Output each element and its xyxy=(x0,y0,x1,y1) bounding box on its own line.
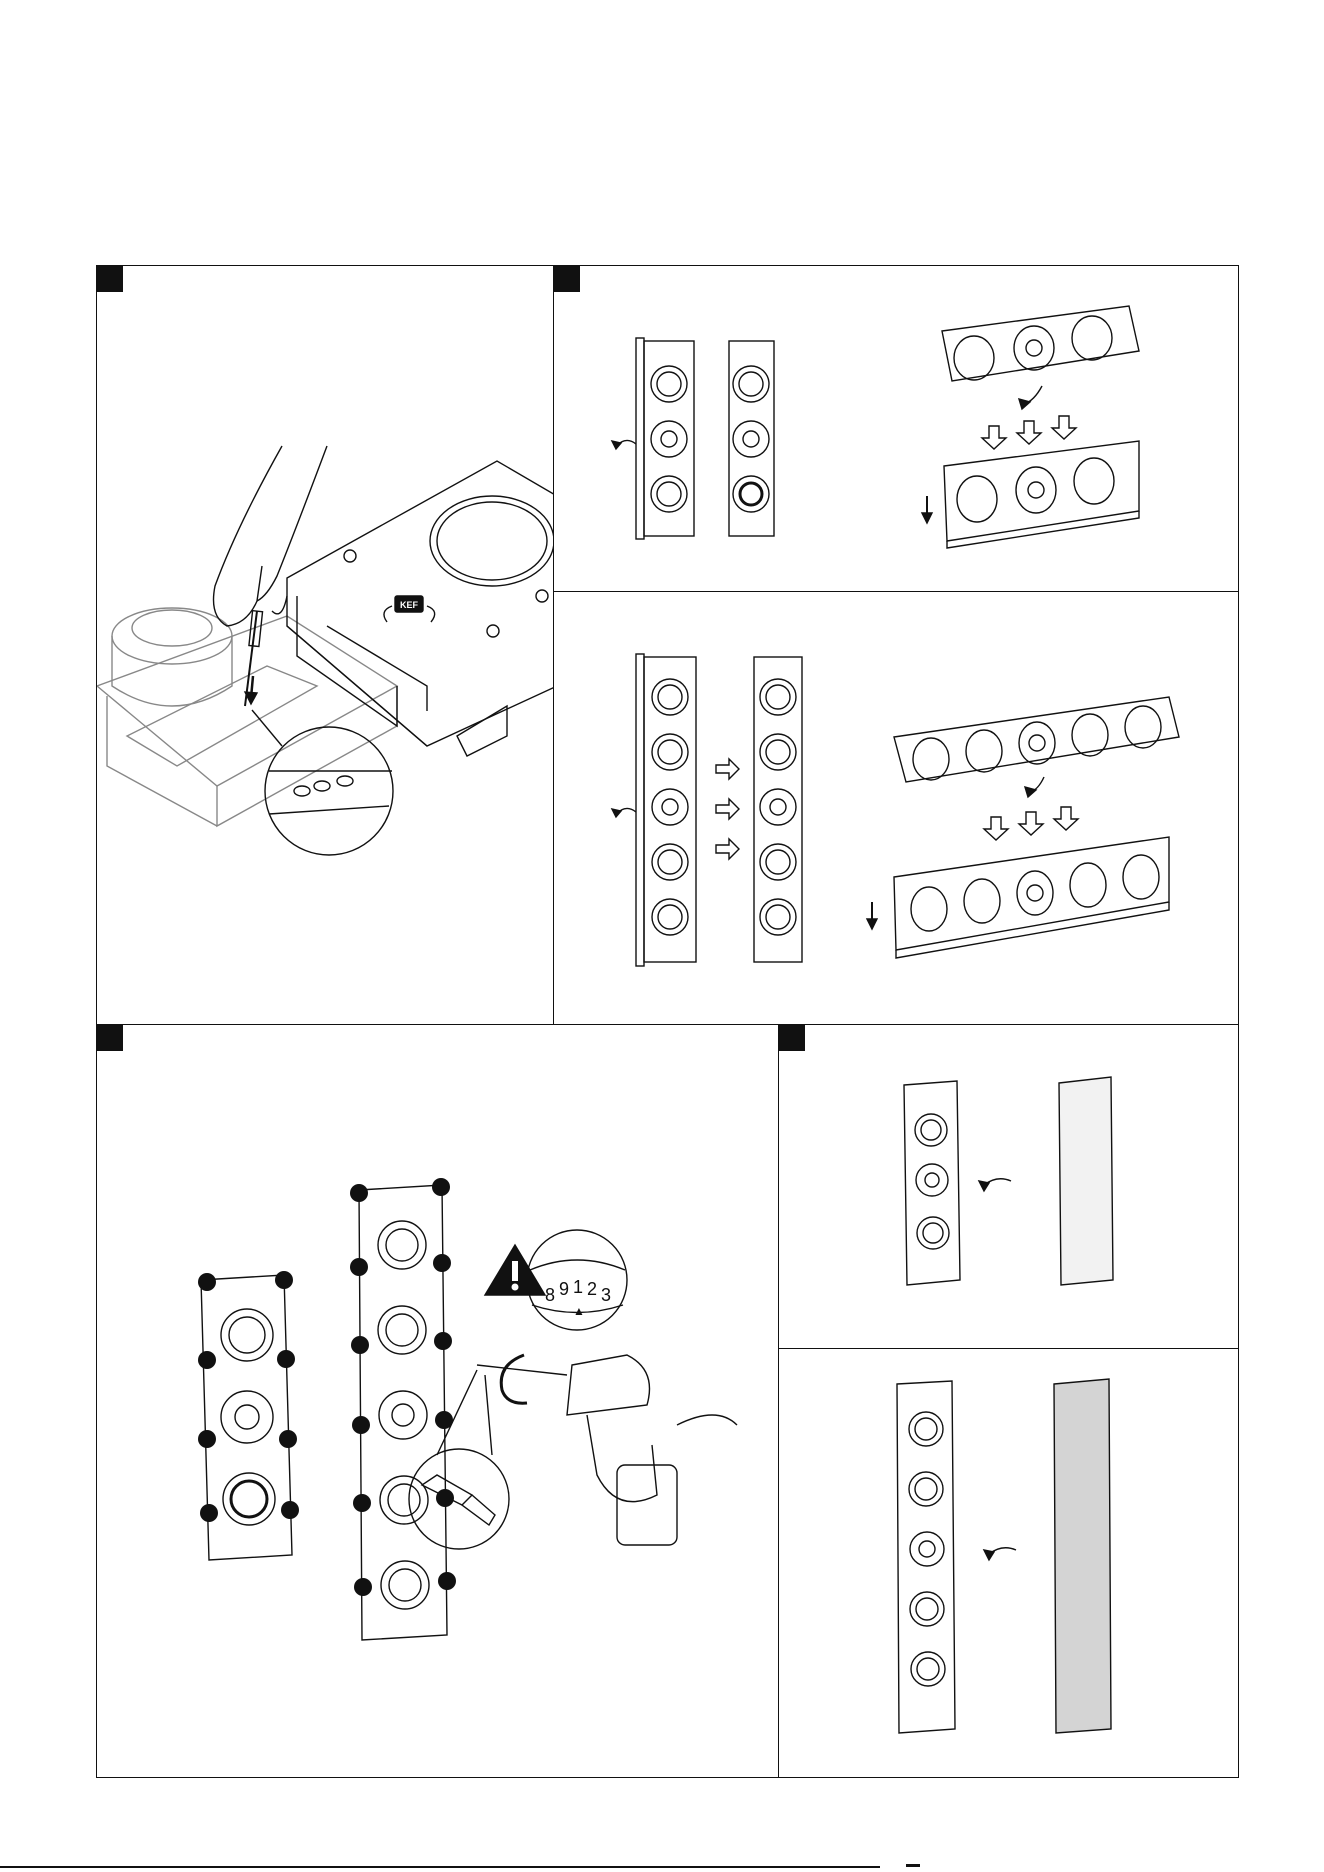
panel-step-a: KEF xyxy=(96,265,554,1025)
grille-attach-three-driver xyxy=(779,1025,1239,1349)
torque-dial-digits: 8 9 1 2 3 ▲ xyxy=(545,1277,611,1318)
dial-pointer: ▲ xyxy=(573,1304,585,1318)
dial-digit: 8 xyxy=(545,1285,555,1305)
three-driver-rotation-illustration xyxy=(554,266,1239,592)
panel-step-c: 8 9 1 2 3 ▲ xyxy=(96,1024,779,1778)
panel-step-b-top xyxy=(553,265,1239,592)
bracket-screwdriver-illustration: KEF xyxy=(97,266,554,1025)
dial-digit: 3 xyxy=(601,1285,611,1305)
panel-step-b-bottom xyxy=(553,591,1239,1025)
dial-digit: 2 xyxy=(587,1279,597,1299)
kef-logo: KEF xyxy=(400,600,419,610)
footer-rule xyxy=(0,1866,880,1868)
dial-digit: 9 xyxy=(559,1279,569,1299)
five-driver-rotation-illustration xyxy=(554,592,1239,1025)
dial-digit: 1 xyxy=(573,1277,583,1297)
footer-mark xyxy=(906,1864,920,1867)
panel-step-d-top xyxy=(778,1024,1239,1349)
panel-step-d-bottom xyxy=(778,1348,1239,1778)
grille-attach-five-driver xyxy=(779,1349,1239,1778)
screw-and-drill-illustration: 8 9 1 2 3 ▲ xyxy=(97,1025,779,1778)
